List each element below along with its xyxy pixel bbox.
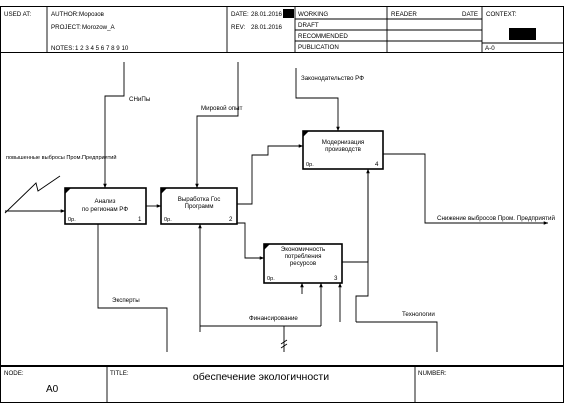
activity-a4-number: 4 <box>375 161 379 168</box>
activity-a3-name-line2: потребления <box>285 253 322 260</box>
status-working: WORKING <box>298 11 328 18</box>
activity-a1-number: 1 <box>138 216 142 223</box>
activity-a2-name-line2: Программ <box>185 203 214 210</box>
node-id: A0 <box>46 384 59 395</box>
author-name: Морозов <box>79 11 105 18</box>
arrow-a2-to-a3 <box>237 222 265 260</box>
activity-a4-cost: 0р. <box>306 162 314 168</box>
reader-label: READER <box>391 11 417 18</box>
arrow-technologies-bus <box>356 321 438 352</box>
diagram-title: обеспечение экологичности <box>193 371 329 383</box>
label-snip: СНиПы <box>129 96 151 103</box>
activity-a2-number: 2 <box>229 216 233 223</box>
activity-a3-name-line3: ресурсов <box>290 260 317 267</box>
label-technologies: Технологии <box>402 311 435 318</box>
arrow-technologies-to-a4 <box>355 168 370 322</box>
tunnel-mark <box>280 339 288 349</box>
activity-a2-name-line1: Выработка Гос <box>178 196 221 203</box>
activity-a1-name-line1: Анализ <box>95 198 116 205</box>
status-recommended: RECOMMENDED <box>298 33 348 40</box>
rev-value: 28.01.2016 <box>251 24 283 31</box>
label-legislation: Законодательство РФ <box>301 75 364 82</box>
footer-frame <box>0 366 564 403</box>
label-emissions-output: Снижение выбросов Пром. Предприятий <box>437 215 555 222</box>
status-publication: PUBLICATION <box>298 44 339 51</box>
activity-a1[interactable]: Анализ по регионам РФ 0р. 1 <box>64 187 147 225</box>
activity-a1-cost: 0р. <box>68 217 76 223</box>
label-emissions-input: повышенные выбросы Пром.Предприятий <box>6 154 117 161</box>
activity-a3-number: 3 <box>334 275 338 282</box>
activity-a1-name-line2: по регионам РФ <box>82 206 128 213</box>
project-label: PROJECT: <box>51 24 81 31</box>
activity-a3-cost: 0р. <box>267 276 275 282</box>
label-experts: Эксперты <box>112 297 140 304</box>
author-label: AUTHOR: <box>51 11 79 18</box>
rev-label: REV: <box>231 24 245 31</box>
node-label: NODE: <box>4 370 24 377</box>
title-label: TITLE: <box>110 370 129 377</box>
activity-a3[interactable]: Экономичность потребления ресурсов 0р. 3 <box>263 243 343 284</box>
node-reference: A-0 <box>485 45 495 52</box>
arrow-experts <box>97 224 168 352</box>
arrow-network <box>4 62 549 352</box>
activity-a4[interactable]: Модернизация производств 0р. 4 <box>302 130 384 170</box>
notes-label: NOTES: <box>51 45 74 52</box>
activity-a4-name-line1: Модернизация <box>322 139 365 146</box>
arrow-a2-to-a4 <box>237 144 304 205</box>
date-value: 28.01.2016 <box>251 11 283 18</box>
arrow-snip <box>103 62 125 189</box>
notes-value: 1 2 3 4 5 6 7 8 9 10 <box>75 45 129 52</box>
arrow-world-experience <box>195 62 239 189</box>
working-status-marker <box>283 9 294 18</box>
context-label: CONTEXT: <box>486 11 517 18</box>
activity-a3-name-line1: Экономичность <box>281 246 325 253</box>
number-label: NUMBER: <box>418 370 447 377</box>
project-name: Morozow_A <box>82 24 116 31</box>
arrow-emissions-lightning <box>4 175 61 214</box>
label-world-experience: Мировой опыт <box>201 105 243 112</box>
used-at-label: USED AT: <box>4 11 31 18</box>
activity-a4-name-line2: производств <box>325 146 362 153</box>
label-financing: Финансирование <box>249 315 298 322</box>
context-thumbnail <box>509 28 536 40</box>
reader-date-label: DATE <box>462 11 478 18</box>
diagram-area-frame <box>0 52 564 366</box>
arrow-legislation <box>295 68 340 132</box>
date-label: DATE: <box>231 11 249 18</box>
activity-a2-cost: 0р. <box>164 217 172 223</box>
status-draft: DRAFT <box>298 22 319 29</box>
activity-a2[interactable]: Выработка Гос Программ 0р. 2 <box>160 187 238 225</box>
arrow-emissions-output <box>383 153 549 225</box>
